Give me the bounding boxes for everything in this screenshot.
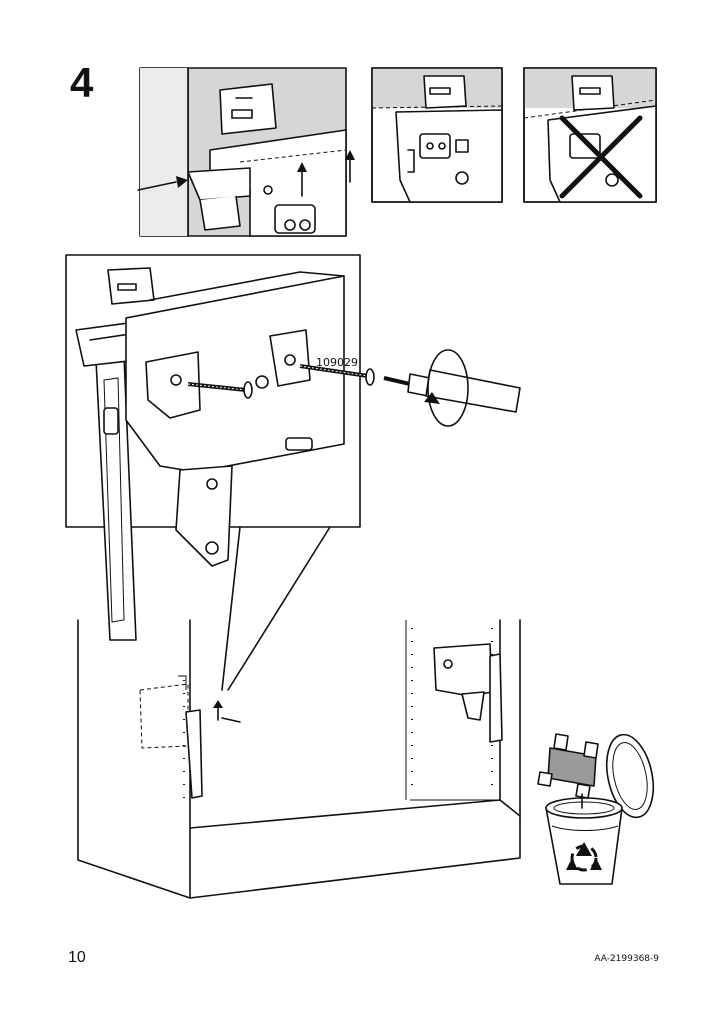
mounting-bracket xyxy=(219,83,277,135)
screw-part-number: 109029 xyxy=(316,356,358,369)
screwdriver-icon xyxy=(383,369,521,413)
screw-icon xyxy=(299,364,375,386)
discarded-bracket xyxy=(537,733,599,809)
page-number: 10 xyxy=(68,949,86,966)
rotate-clockwise-icon xyxy=(424,349,469,427)
bin-icon xyxy=(545,797,623,885)
recycle-icon xyxy=(566,842,602,872)
arrow-right-icon xyxy=(137,176,188,191)
arrow-up-icon xyxy=(213,700,241,723)
bin-lid xyxy=(605,733,655,819)
arrow-up-icon xyxy=(345,150,355,183)
document-code: AA-2199368-9 xyxy=(594,954,659,964)
arrow-up-icon xyxy=(297,162,307,197)
screw-icon xyxy=(187,381,253,399)
step-number: 4 xyxy=(70,59,94,106)
cross-icon xyxy=(559,115,643,199)
